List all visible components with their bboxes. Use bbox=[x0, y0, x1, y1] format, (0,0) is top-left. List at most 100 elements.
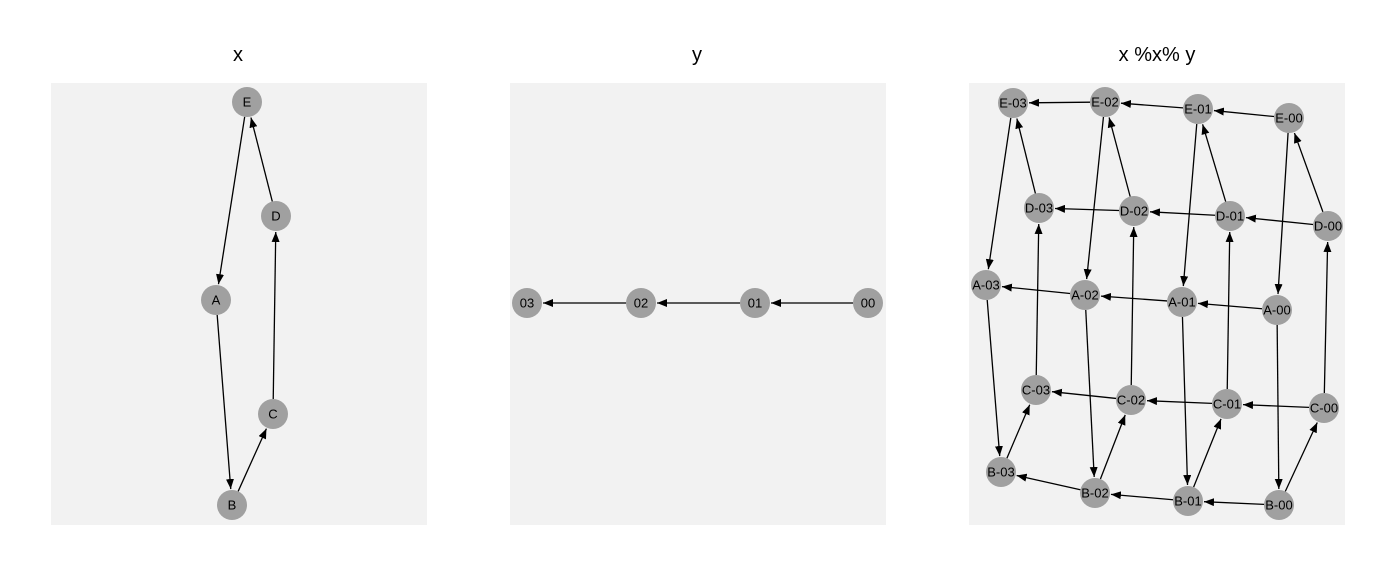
graph-node-A-02: A-02 bbox=[1070, 280, 1100, 310]
edge-A-to-B bbox=[216, 314, 234, 490]
node-label: D bbox=[271, 209, 280, 224]
panel-title-product: x %x% y bbox=[1118, 44, 1196, 66]
node-circle bbox=[1262, 295, 1292, 325]
graph-node-B-03: B-03 bbox=[986, 457, 1016, 487]
node-label: A-01 bbox=[1168, 295, 1195, 310]
node-label: 03 bbox=[520, 296, 534, 311]
edge-C-00-to-C-01 bbox=[1242, 401, 1310, 410]
node-circle bbox=[1021, 375, 1051, 405]
node-circle bbox=[201, 285, 231, 315]
node-label: A bbox=[212, 293, 221, 308]
node-circle bbox=[1274, 103, 1304, 133]
node-circle bbox=[626, 288, 656, 318]
graph-node-B-00: B-00 bbox=[1264, 490, 1294, 520]
panel-background-y bbox=[510, 83, 886, 525]
node-circle bbox=[1119, 196, 1149, 226]
node-label: C-03 bbox=[1022, 383, 1050, 398]
edge-B-to-C bbox=[237, 428, 268, 492]
node-label: B-00 bbox=[1265, 498, 1292, 513]
graph-node-C-02: C-02 bbox=[1116, 385, 1146, 415]
graph-node-00: 00 bbox=[853, 288, 883, 318]
edge-E-03-to-A-03 bbox=[985, 117, 1012, 270]
node-label: D-00 bbox=[1314, 219, 1342, 234]
node-label: D-02 bbox=[1120, 204, 1148, 219]
edges-layer bbox=[216, 98, 1332, 507]
graph-node-B-01: B-01 bbox=[1173, 486, 1203, 516]
node-circle bbox=[971, 270, 1001, 300]
graph-node-E-03: E-03 bbox=[998, 88, 1028, 118]
node-label: 01 bbox=[748, 296, 762, 311]
graph-node-D-01: D-01 bbox=[1215, 201, 1245, 231]
graph-node-01: 01 bbox=[740, 288, 770, 318]
node-circle bbox=[1173, 486, 1203, 516]
graph-node-E: E bbox=[232, 87, 262, 117]
node-label: C-02 bbox=[1117, 393, 1145, 408]
node-label: E-03 bbox=[999, 96, 1026, 111]
node-circle bbox=[1313, 211, 1343, 241]
graph-node-A-03: A-03 bbox=[971, 270, 1001, 300]
edge-E-02-to-E-03 bbox=[1028, 98, 1091, 107]
edge-C-02-to-C-03 bbox=[1051, 388, 1117, 400]
node-circle bbox=[853, 288, 883, 318]
edge-A-01-to-B-01 bbox=[1181, 316, 1192, 486]
node-circle bbox=[1090, 87, 1120, 117]
node-label: B-02 bbox=[1081, 486, 1108, 501]
edge-D-01-to-D-02 bbox=[1149, 208, 1216, 217]
node-label: A-02 bbox=[1071, 288, 1098, 303]
graph-node-A-00: A-00 bbox=[1262, 295, 1292, 325]
edge-C-03-to-D-03 bbox=[1034, 223, 1043, 376]
node-label: D-03 bbox=[1025, 201, 1053, 216]
edge-C-02-to-D-02 bbox=[1129, 226, 1138, 386]
graph-node-C-03: C-03 bbox=[1021, 375, 1051, 405]
node-label: C-01 bbox=[1213, 397, 1241, 412]
node-label: B-03 bbox=[987, 465, 1014, 480]
node-circle bbox=[1212, 389, 1242, 419]
graph-node-D: D bbox=[261, 201, 291, 231]
edge-E-to-A bbox=[216, 116, 246, 285]
edge-B-00-to-B-01 bbox=[1203, 498, 1265, 507]
graph-node-03: 03 bbox=[512, 288, 542, 318]
node-label: E bbox=[243, 95, 252, 110]
edge-C-01-to-C-02 bbox=[1146, 397, 1213, 406]
graph-node-A: A bbox=[201, 285, 231, 315]
edge-D-00-to-E-00 bbox=[1293, 132, 1324, 213]
edge-D-to-E bbox=[249, 117, 273, 202]
node-circle bbox=[232, 87, 262, 117]
node-label: E-01 bbox=[1184, 102, 1211, 117]
edge-B-02-to-C-02 bbox=[1099, 414, 1126, 480]
node-label: 02 bbox=[634, 296, 648, 311]
graph-node-B: B bbox=[217, 490, 247, 520]
graph-node-A-01: A-01 bbox=[1167, 287, 1197, 317]
edge-E-02-to-A-02 bbox=[1083, 116, 1105, 280]
node-label: 00 bbox=[861, 296, 875, 311]
edge-D-02-to-D-03 bbox=[1054, 204, 1120, 213]
graph-node-E-00: E-00 bbox=[1274, 103, 1304, 133]
node-label: E-02 bbox=[1091, 95, 1118, 110]
graph-node-C-00: C-00 bbox=[1309, 393, 1339, 423]
graph-node-E-01: E-01 bbox=[1183, 94, 1213, 124]
edge-C-to-D bbox=[271, 231, 280, 400]
node-label: E-00 bbox=[1275, 111, 1302, 126]
node-circle bbox=[261, 201, 291, 231]
node-circle bbox=[1080, 478, 1110, 508]
node-label: B-01 bbox=[1174, 494, 1201, 509]
node-circle bbox=[1167, 287, 1197, 317]
graph-node-02: 02 bbox=[626, 288, 656, 318]
edge-A-02-to-A-03 bbox=[1001, 283, 1071, 295]
node-label: D-01 bbox=[1216, 209, 1244, 224]
graph-node-C: C bbox=[258, 399, 288, 429]
node-circle bbox=[1116, 385, 1146, 415]
node-circle bbox=[740, 288, 770, 318]
edge-D-01-to-E-01 bbox=[1201, 124, 1227, 202]
edge-C-00-to-D-00 bbox=[1323, 241, 1332, 394]
edge-B-00-to-C-00 bbox=[1284, 422, 1318, 492]
panel-title-y: y bbox=[692, 44, 702, 66]
node-circle bbox=[1070, 280, 1100, 310]
edge-B-01-to-C-01 bbox=[1192, 418, 1222, 488]
node-label: C-00 bbox=[1310, 401, 1338, 416]
node-circle bbox=[258, 399, 288, 429]
edge-C-01-to-D-01 bbox=[1225, 231, 1234, 390]
node-label: A-03 bbox=[972, 278, 999, 293]
